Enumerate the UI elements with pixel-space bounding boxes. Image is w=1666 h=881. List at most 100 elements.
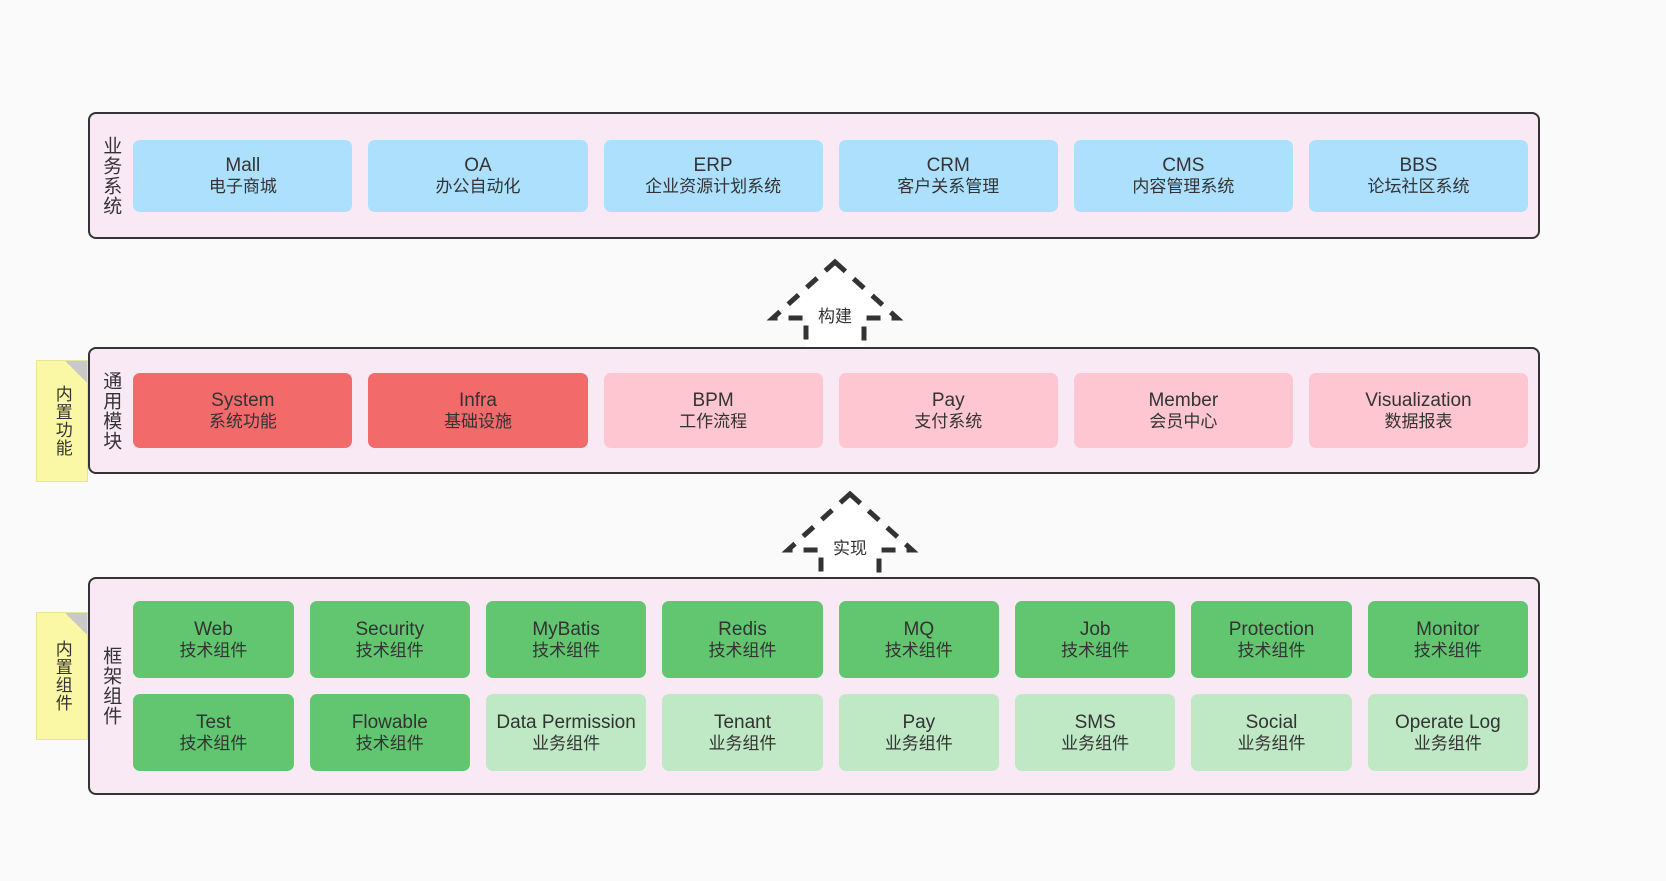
component-name: System (211, 389, 275, 411)
component-name: CMS (1162, 154, 1205, 176)
component-description: 技术组件 (355, 733, 424, 753)
component-description: 会员中心 (1149, 411, 1218, 431)
component-name: Pay (902, 711, 936, 733)
component-description: 工作流程 (679, 411, 748, 431)
component-description: 电子商城 (208, 176, 277, 196)
arrow-implement-label: 实现 (833, 539, 867, 558)
component-description: 技术组件 (179, 640, 248, 660)
note-builtin-component-label: 内置组件 (52, 640, 72, 712)
component-name: Pay (931, 389, 965, 411)
component-name: BPM (692, 389, 734, 411)
note-builtin-function: 内置功能 (36, 360, 88, 482)
component-name: Operate Log (1395, 711, 1501, 733)
component-name: Member (1148, 389, 1219, 411)
component-description: 业务组件 (1237, 733, 1306, 753)
component-name: Job (1079, 618, 1111, 640)
arrow-build-label: 构建 (818, 307, 852, 326)
layer-title-business-systems: 业务系统 (100, 135, 122, 216)
component-description: 基础设施 (443, 411, 512, 431)
component-description: 数据报表 (1384, 411, 1453, 431)
component-name: Tenant (713, 711, 771, 733)
component-description: 技术组件 (532, 640, 601, 660)
component-name: SMS (1074, 711, 1116, 733)
note-builtin-component: 内置组件 (36, 612, 88, 740)
component-description: 技术组件 (179, 733, 248, 753)
component-name: MyBatis (532, 618, 600, 640)
note-builtin-function-label: 内置功能 (52, 385, 72, 457)
component-description: 业务组件 (1061, 733, 1130, 753)
component-name: Mall (225, 154, 261, 176)
component-name: BBS (1399, 154, 1438, 176)
component-name: CRM (926, 154, 970, 176)
arrow-implement: 实现 (760, 488, 940, 588)
component-name: ERP (693, 154, 733, 176)
component-name: Infra (458, 389, 497, 411)
component-description: 业务组件 (708, 733, 777, 753)
component-description: 业务组件 (532, 733, 601, 753)
component-description: 业务组件 (884, 733, 953, 753)
component-name: Redis (718, 618, 767, 640)
component-description: 支付系统 (914, 411, 983, 431)
component-description: 技术组件 (884, 640, 953, 660)
component-name: Flowable (351, 711, 428, 733)
component-name: OA (464, 154, 492, 176)
arrow-build: 构建 (745, 256, 925, 356)
component-description: 系统功能 (208, 411, 277, 431)
component-description: 技术组件 (355, 640, 424, 660)
component-name: Web (194, 618, 233, 640)
component-description: 企业资源计划系统 (645, 176, 782, 196)
component-description: 技术组件 (1413, 640, 1482, 660)
component-name: Monitor (1416, 618, 1480, 640)
component-name: Security (355, 618, 425, 640)
component-name: Visualization (1365, 389, 1472, 411)
component-name: Data Permission (496, 711, 636, 733)
component-name: Social (1245, 711, 1298, 733)
component-name: Protection (1228, 618, 1315, 640)
layer-title-framework-components: 框架组件 (100, 646, 122, 726)
component-name: Test (196, 711, 231, 733)
component-description: 技术组件 (1061, 640, 1130, 660)
layer-title-general-modules: 通用模块 (100, 370, 122, 451)
component-description: 办公自动化 (435, 176, 521, 196)
component-description: 技术组件 (708, 640, 777, 660)
component-description: 论坛社区系统 (1367, 176, 1470, 196)
